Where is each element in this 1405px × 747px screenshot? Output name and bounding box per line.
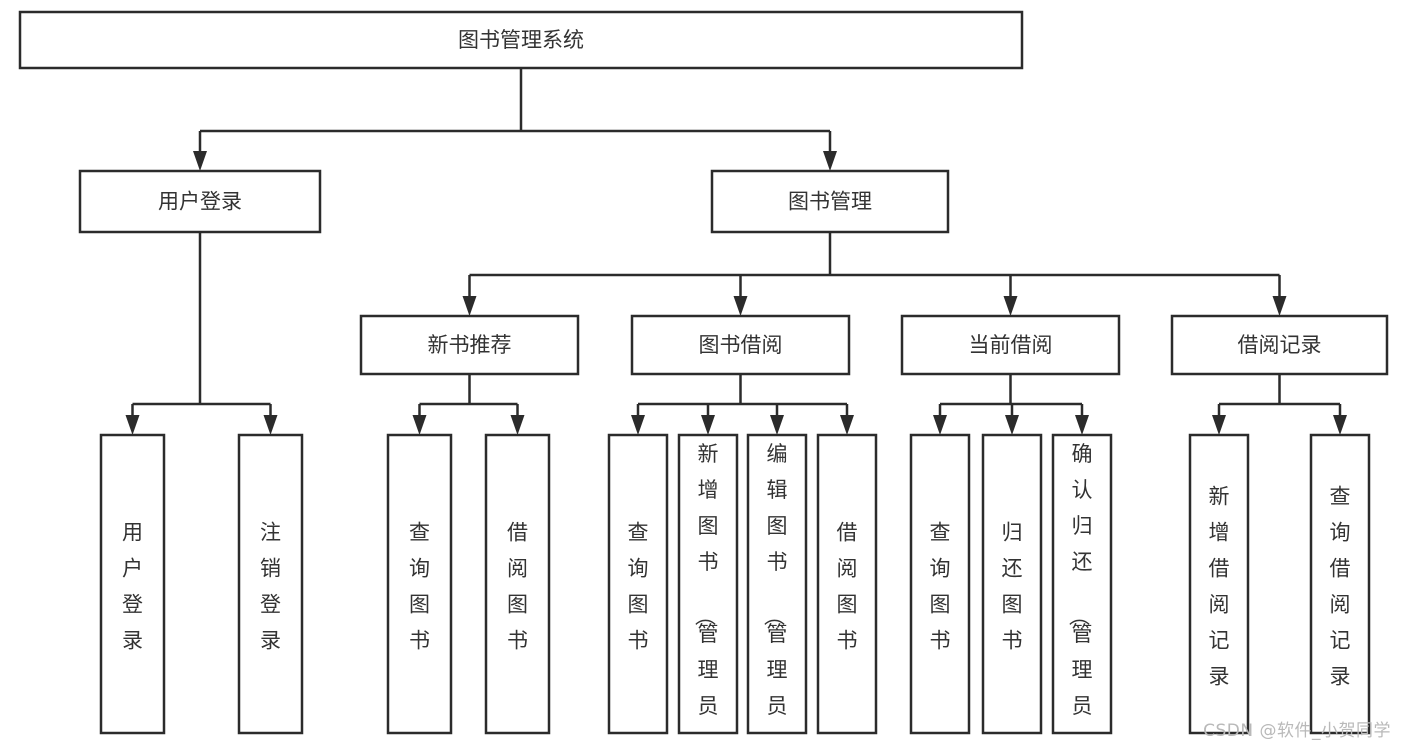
node-root-system-box[interactable]	[18, 10, 1024, 70]
arrow-head-icon	[1212, 415, 1226, 435]
node-root-system-label: 图书管理系统	[458, 28, 584, 52]
node-leaf-10-label: 确认归还（管理员）	[1067, 442, 1093, 747]
node-leaf-9[interactable]: 归还图书	[981, 433, 1043, 735]
arrow-head-icon	[701, 415, 715, 435]
node-leaf-10[interactable]: 确认归还（管理员）	[1051, 433, 1113, 747]
node-leaf-6-label: 编辑图书（管理员）	[762, 442, 788, 747]
arrow-head-icon	[412, 415, 427, 435]
arrow-head-icon	[631, 415, 645, 435]
node-current-borrow-box[interactable]	[900, 314, 1121, 376]
node-book-manage-box[interactable]	[710, 169, 950, 234]
node-leaf-0[interactable]: 用户登录	[99, 433, 166, 735]
node-leaf-2[interactable]: 查询图书	[386, 433, 453, 735]
arrow-head-icon	[770, 415, 784, 435]
arrow-head-icon	[1272, 296, 1287, 316]
node-leaf-5-box[interactable]	[677, 433, 739, 735]
node-new-book-recommend-box[interactable]	[359, 314, 580, 376]
node-leaf-2-box[interactable]	[386, 433, 453, 735]
node-leaf-1-label: 注销登录	[260, 520, 281, 652]
node-user-login[interactable]: 用户登录	[78, 169, 322, 234]
node-leaf-6[interactable]: 编辑图书（管理员）	[746, 433, 808, 747]
node-leaf-4[interactable]: 查询图书	[607, 433, 669, 735]
node-leaf-6-box[interactable]	[746, 433, 808, 735]
node-leaf-8-box[interactable]	[909, 433, 971, 735]
node-borrow-record-label: 借阅记录	[1238, 333, 1322, 357]
node-leaf-2-label: 查询图书	[409, 520, 430, 652]
connectors-layer	[125, 68, 1347, 435]
arrow-head-icon	[933, 415, 947, 435]
arrow-head-icon	[193, 151, 207, 171]
node-leaf-4-label: 查询图书	[628, 520, 649, 652]
node-leaf-11-box[interactable]	[1188, 433, 1250, 735]
node-new-book-recommend-label: 新书推荐	[428, 333, 512, 357]
node-new-book-recommend[interactable]: 新书推荐	[359, 314, 580, 376]
arrow-head-icon	[840, 415, 854, 435]
nodes-layer: 图书管理系统用户登录图书管理新书推荐图书借阅当前借阅借阅记录用户登录注销登录查询…	[18, 10, 1389, 747]
node-leaf-3-label: 借阅图书	[507, 520, 528, 652]
node-leaf-7-box[interactable]	[816, 433, 878, 735]
node-leaf-12[interactable]: 查询借阅记录	[1309, 433, 1371, 735]
node-leaf-11[interactable]: 新增借阅记录	[1188, 433, 1250, 735]
node-leaf-1-box[interactable]	[237, 433, 304, 735]
node-user-login-box[interactable]	[78, 169, 322, 234]
arrow-head-icon	[510, 415, 525, 435]
node-leaf-1[interactable]: 注销登录	[237, 433, 304, 735]
node-leaf-9-box[interactable]	[981, 433, 1043, 735]
arrow-head-icon	[733, 296, 748, 316]
node-leaf-3-box[interactable]	[484, 433, 551, 735]
node-current-borrow-label: 当前借阅	[969, 333, 1053, 357]
node-leaf-7[interactable]: 借阅图书	[816, 433, 878, 735]
node-leaf-7-label: 借阅图书	[837, 520, 858, 652]
node-leaf-12-label: 查询借阅记录	[1330, 484, 1351, 688]
node-leaf-9-label: 归还图书	[1002, 520, 1023, 652]
node-borrow-record[interactable]: 借阅记录	[1170, 314, 1389, 376]
arrow-head-icon	[1003, 296, 1018, 316]
arrow-head-icon	[1005, 415, 1019, 435]
node-book-manage-label: 图书管理	[788, 190, 872, 214]
node-leaf-5[interactable]: 新增图书（管理员）	[677, 433, 739, 747]
arrow-head-icon	[462, 296, 477, 316]
arrow-head-icon	[1075, 415, 1089, 435]
arrow-head-icon	[263, 415, 278, 435]
node-leaf-3[interactable]: 借阅图书	[484, 433, 551, 735]
node-book-borrow[interactable]: 图书借阅	[630, 314, 851, 376]
node-book-borrow-box[interactable]	[630, 314, 851, 376]
node-book-manage[interactable]: 图书管理	[710, 169, 950, 234]
node-current-borrow[interactable]: 当前借阅	[900, 314, 1121, 376]
arrow-head-icon	[125, 415, 140, 435]
arrow-head-icon	[1333, 415, 1347, 435]
node-leaf-4-box[interactable]	[607, 433, 669, 735]
node-book-borrow-label: 图书借阅	[699, 333, 783, 357]
node-leaf-11-label: 新增借阅记录	[1209, 484, 1230, 688]
node-user-login-label: 用户登录	[158, 190, 242, 214]
node-leaf-0-label: 用户登录	[122, 520, 143, 652]
node-leaf-12-box[interactable]	[1309, 433, 1371, 735]
node-leaf-10-box[interactable]	[1051, 433, 1113, 735]
arrow-head-icon	[823, 151, 837, 171]
node-borrow-record-box[interactable]	[1170, 314, 1389, 376]
node-leaf-8[interactable]: 查询图书	[909, 433, 971, 735]
node-root-system[interactable]: 图书管理系统	[18, 10, 1024, 70]
node-leaf-5-label: 新增图书（管理员）	[693, 442, 719, 747]
node-leaf-0-box[interactable]	[99, 433, 166, 735]
node-leaf-8-label: 查询图书	[930, 520, 951, 652]
